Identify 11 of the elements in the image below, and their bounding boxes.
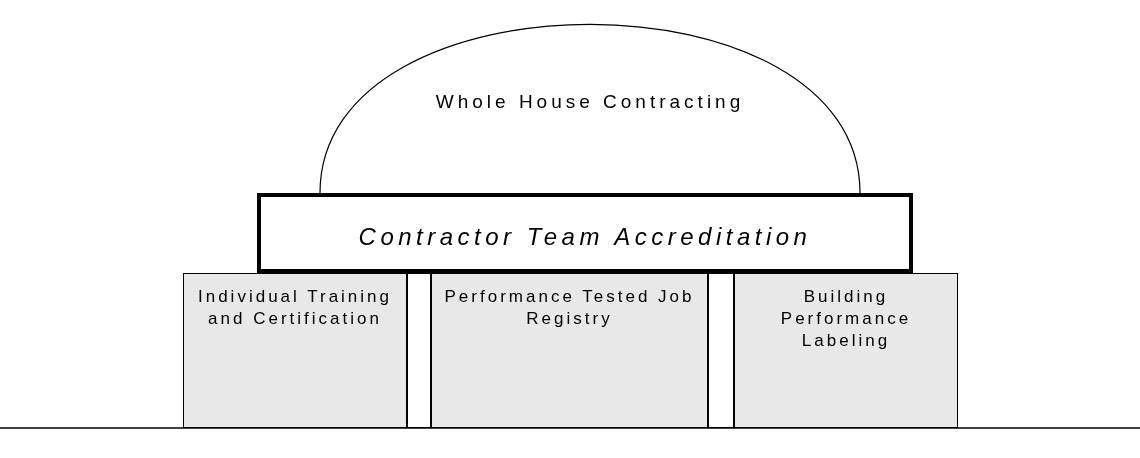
heading-text: Contractor Team Accreditation (357, 222, 813, 252)
spacer-bar (407, 273, 431, 428)
label-text: Performance Tested Job Registry (443, 286, 696, 331)
label-text: Building Performance Labeling (779, 286, 913, 353)
pillar-box (183, 273, 407, 428)
pillar-box (431, 273, 708, 428)
accreditation-box (257, 193, 913, 273)
label-text: Whole House Contracting (434, 90, 746, 114)
pillar-box (734, 273, 958, 428)
spacer-bar (708, 273, 734, 428)
label-text: Individual Training and Certification (197, 286, 393, 331)
